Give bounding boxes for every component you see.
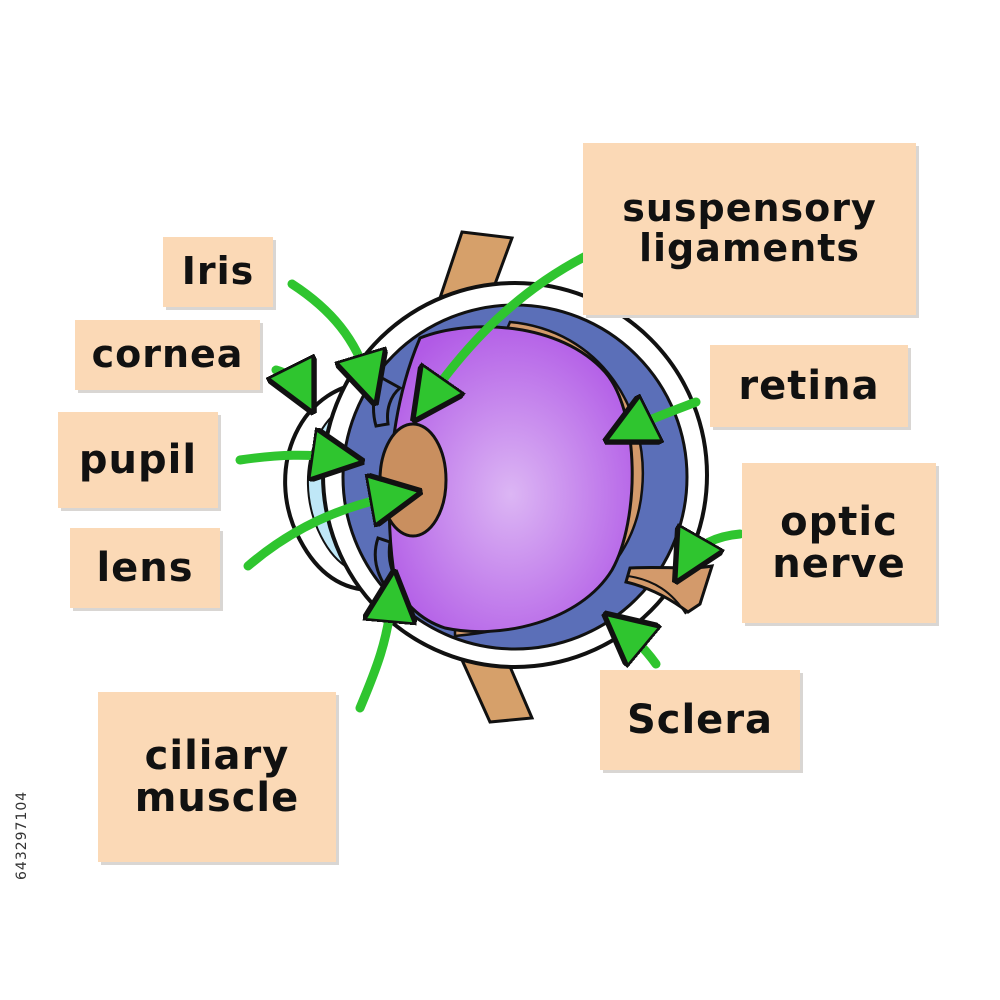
label-muscle-text: muscle [134,775,300,821]
label-lens: lens [70,528,220,608]
label-optic-text: optic [780,499,898,545]
label-iris: Iris [163,237,273,307]
stock-id: 643297104 [14,790,30,880]
label-retina-text: retina [738,363,880,409]
arrow-suspensory-ligaments [428,251,591,400]
label-suspensory-ligaments: suspensory ligaments [583,143,916,315]
label-lens-text: lens [96,545,194,591]
label-retina: retina [710,345,908,427]
label-nerve-text: nerve [772,541,906,587]
arrow-lens [243,496,396,571]
label-ciliary-muscle: ciliary muscle [98,692,336,862]
arrow-pupil [235,455,338,460]
arrow-optic-nerve [688,534,745,560]
label-pupil-text: pupil [78,437,198,483]
label-iris-text: Iris [181,249,255,294]
label-optic-nerve: optic nerve [742,463,936,623]
arrow-sclera [624,630,656,669]
label-pupil: pupil [58,412,218,508]
label-suspensory-text: suspensory [622,186,877,231]
lens [378,422,448,538]
label-cornea-text: cornea [91,332,244,377]
label-cornea: cornea [75,320,260,390]
label-ligaments-text: ligaments [638,226,861,270]
label-sclera-text: Sclera [626,697,774,743]
label-sclera: Sclera [600,670,800,770]
arrow-retina [628,402,701,430]
arrow-ciliary-muscle [355,596,392,713]
label-ciliary-text: ciliary [144,733,290,779]
arrow-iris [287,279,368,380]
arrow-cornea [276,370,302,390]
